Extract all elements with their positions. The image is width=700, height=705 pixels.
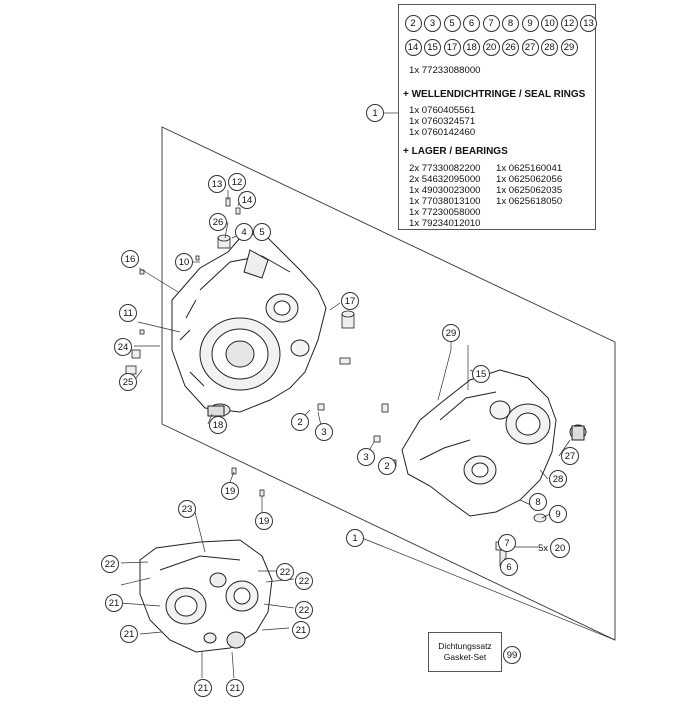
callout-c2b: 2 xyxy=(378,457,396,475)
callout-c15: 15 xyxy=(472,365,490,383)
callout-legend-17: 17 xyxy=(443,38,461,56)
callout-c22a: 22 xyxy=(101,555,119,573)
bearing-right-2: 1x 0625062056 xyxy=(496,174,563,185)
callout-c5: 5 xyxy=(253,223,271,241)
callout-legend-26: 26 xyxy=(502,38,519,56)
quantity-prefix: 5x xyxy=(538,542,549,554)
callout-c21c: 21 xyxy=(194,679,212,697)
seal-ring-2: 1x 0760324571 xyxy=(409,116,476,127)
callout-c21b: 21 xyxy=(120,625,138,643)
callout-c22b: 22 xyxy=(276,563,294,581)
callout-c25: 25 xyxy=(119,373,137,391)
callout-c10: 10 xyxy=(175,253,193,271)
callout-20: 20 xyxy=(550,538,571,558)
callout-c27: 27 xyxy=(561,447,579,465)
seal-ring-3: 1x 0760142460 xyxy=(409,127,476,138)
bearing-left-5: 1x 77230058000 xyxy=(409,207,481,218)
callout-c17: 17 xyxy=(341,292,359,310)
callout-c11: 11 xyxy=(119,304,137,322)
callout-seal-rings-1: 1 xyxy=(366,104,384,122)
seal-ring-1: 1x 0760405561 xyxy=(409,105,476,116)
callout-legend-18: 18 xyxy=(463,38,480,56)
callout-c3b: 3 xyxy=(357,448,375,466)
seal-rings-header: + WELLENDICHTRINGE / SEAL RINGS xyxy=(403,89,586,100)
callout-legend-27: 27 xyxy=(521,38,539,56)
callout-c19a: 19 xyxy=(221,482,239,500)
callout-c21a: 21 xyxy=(105,594,123,612)
left-crankcase-half xyxy=(171,231,327,417)
callout-c13: 13 xyxy=(208,175,226,193)
callout-c24: 24 xyxy=(114,338,132,356)
bearing-left-3: 1x 49030023000 xyxy=(409,185,481,196)
parts-legend-box: 1x 77233088000 + WELLENDICHTRINGE / SEAL… xyxy=(398,4,597,230)
callout-c21e: 21 xyxy=(292,621,310,639)
lower-crankcase xyxy=(139,539,273,653)
callout-c7: 7 xyxy=(498,534,516,552)
callout-c18: 18 xyxy=(209,416,227,434)
bearing-right-3: 1x 0625062035 xyxy=(496,185,563,196)
callout-legend-7: 7 xyxy=(482,14,500,32)
callout-99: 99 xyxy=(503,646,521,664)
callout-c14: 14 xyxy=(238,191,256,209)
callout-legend-12: 12 xyxy=(560,14,578,32)
callout-c1: 1 xyxy=(346,529,364,547)
callout-legend-3: 3 xyxy=(424,14,441,32)
bearing-right-1: 1x 0625160041 xyxy=(496,163,563,174)
callout-c3a: 3 xyxy=(315,423,333,441)
callout-c19b: 19 xyxy=(255,512,273,530)
callout-c23: 23 xyxy=(178,500,196,518)
callout-legend-29: 29 xyxy=(560,38,578,56)
callout-legend-2: 2 xyxy=(404,14,422,32)
callout-legend-13: 13 xyxy=(580,14,597,32)
callout-c2a: 2 xyxy=(291,413,309,431)
bearing-left-1: 2x 77330082200 xyxy=(409,163,481,174)
callout-c29: 29 xyxy=(442,324,460,342)
callout-legend-6: 6 xyxy=(463,14,480,32)
bearings-header: + LAGER / BEARINGS xyxy=(403,146,508,157)
callout-c26: 26 xyxy=(209,213,227,231)
callout-legend-10: 10 xyxy=(541,14,558,32)
gasket-set-box: Dichtungssatz Gasket-Set xyxy=(428,632,502,672)
gasket-line1: Dichtungssatz xyxy=(438,641,492,651)
callout-c21d: 21 xyxy=(226,679,244,697)
gasket-line2: Gasket-Set xyxy=(443,652,487,662)
callout-c28: 28 xyxy=(549,470,567,488)
callout-legend-28: 28 xyxy=(541,38,558,56)
callout-c12: 12 xyxy=(228,173,246,191)
main-part-number: 1x 77233088000 xyxy=(409,65,481,76)
callout-c22c: 22 xyxy=(295,572,313,590)
callout-legend-15: 15 xyxy=(424,38,441,56)
callout-legend-9: 9 xyxy=(521,14,539,32)
bearing-right-4: 1x 0625618050 xyxy=(496,196,563,207)
callout-c8: 8 xyxy=(529,493,547,511)
bearing-left-6: 1x 79234012010 xyxy=(409,218,481,229)
bearing-left-2: 2x 54632095000 xyxy=(409,174,481,185)
callout-legend-14: 14 xyxy=(404,38,422,56)
callout-c16: 16 xyxy=(121,250,139,268)
bearing-left-4: 1x 77038013100 xyxy=(409,196,481,207)
callout-c22d: 22 xyxy=(295,601,313,619)
callout-c9: 9 xyxy=(549,505,567,523)
callout-c4: 4 xyxy=(235,223,253,241)
callout-legend-20: 20 xyxy=(482,38,500,56)
callout-c6: 6 xyxy=(500,558,518,576)
right-crankcase-half xyxy=(401,369,587,517)
callout-legend-8: 8 xyxy=(502,14,519,32)
callout-legend-5: 5 xyxy=(443,14,461,32)
